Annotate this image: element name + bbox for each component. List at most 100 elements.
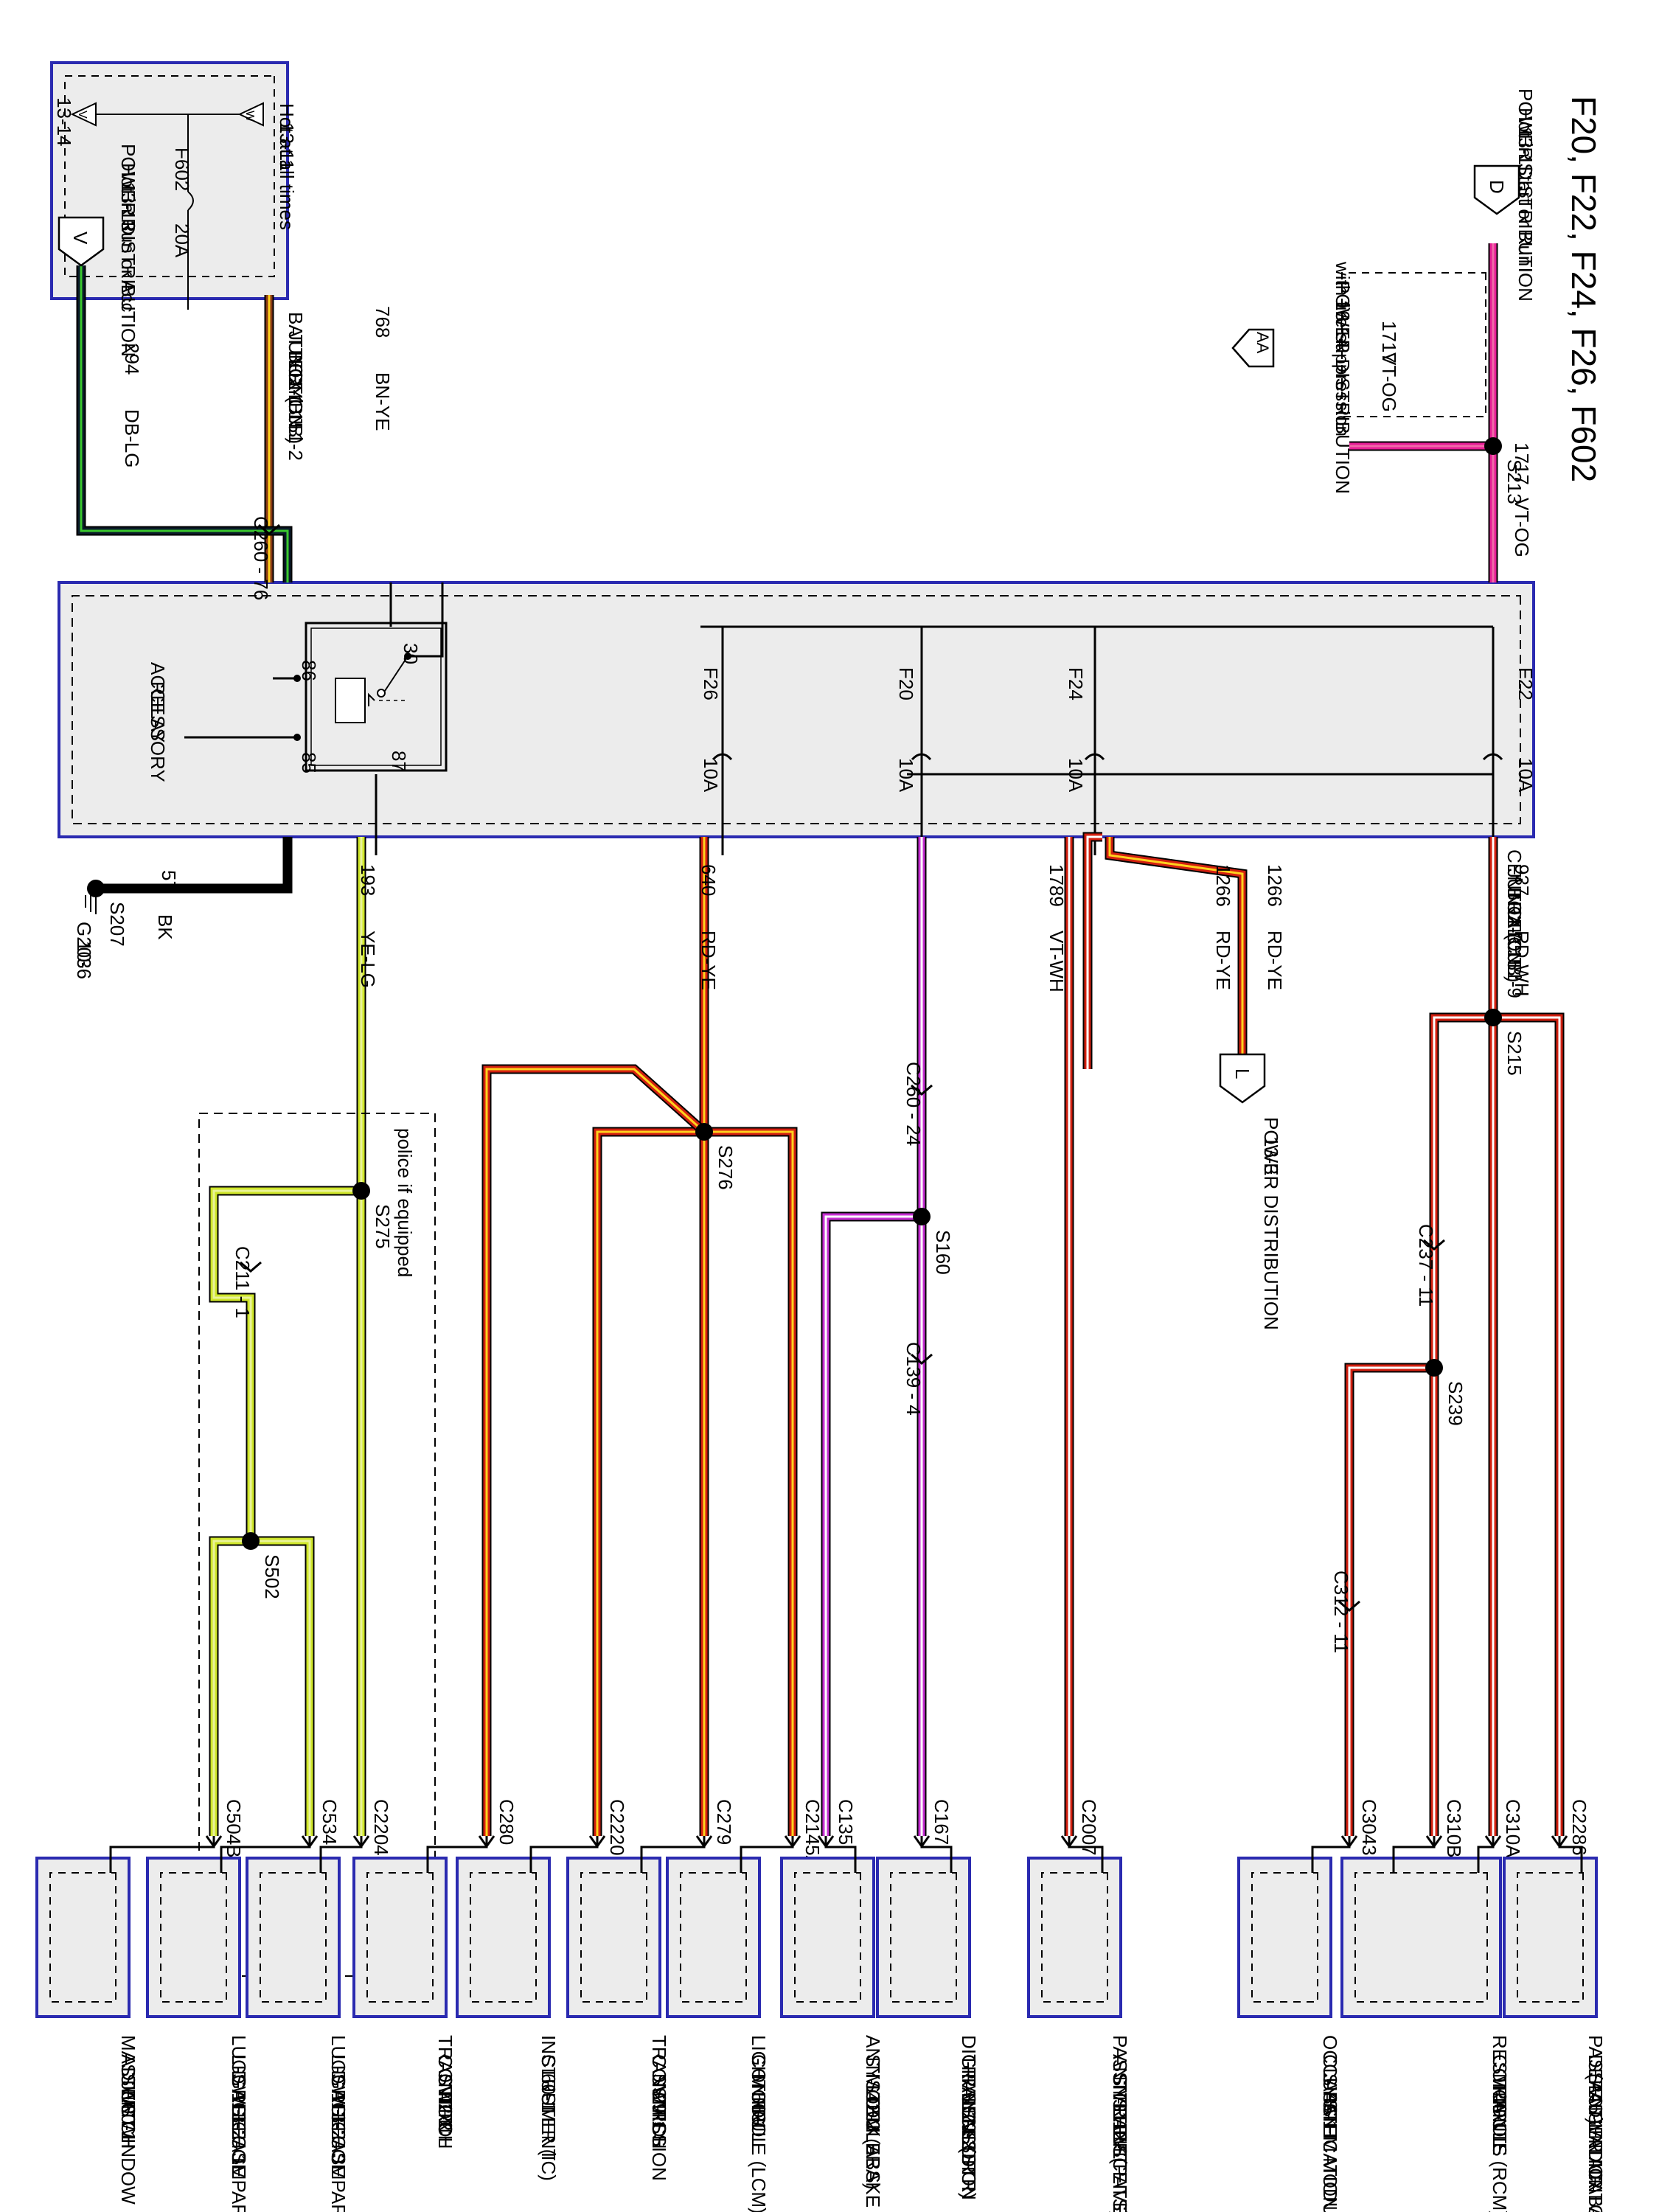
module-name-line: (PAD) INDICATOR [1585,2073,1607,2212]
modules-layer: C22861C310A12C310B31C30431C20071C1679C13… [35,1799,1607,2212]
pd-d-line2: Hot in Start or Run [1514,108,1537,266]
module-name-line: 56-1 [748,2093,770,2131]
bjb-bus-symbol-v [70,102,97,127]
pd-l-line1: POWER DISTRIBUTION [1260,1117,1282,1330]
fuse-f22-amps: 10A [1514,758,1537,793]
module-name-line: OCCUPANT [1319,2035,1341,2141]
inline-c312-11 [1338,1600,1360,1612]
wire-640-label: 640 [698,864,720,896]
bjb-symbol-v-text: V [76,111,88,119]
wire-294-label: 294 [121,343,143,375]
wire-193-color: YE-LG [357,931,379,988]
module-name-line: SYSTEM (ABS) [862,2054,884,2189]
module-name-line: TRANSMISSION [958,2054,980,2200]
module-name-line: DIGITAL [958,2035,980,2108]
wire-294-main-stripe [80,265,289,582]
connector-label: C3043 [1358,1799,1380,1856]
ground-ref: 10-6 [73,941,95,979]
wire-1717-label-a: 1717 [1378,321,1400,364]
connector-label: C280 [495,1799,518,1845]
wire-937-rcm-b [1430,1014,1493,1836]
wire-768-color: BN-YE [372,372,394,431]
module-name-line: CONTROL [648,2054,670,2148]
module-name-line: LID RELEASE [228,2054,250,2178]
wire-1789-color: VT-WH [1046,931,1068,992]
svg-text:11-1 151-2: 11-1 151-2 [285,369,307,461]
module-name-line: PASSIVE [1109,2035,1131,2115]
module-name-line: SWITCH [648,2073,670,2149]
module-name-line: CONTROL [434,2054,456,2148]
wire-193-label: 193 [357,864,379,896]
module-name-line: TRANSMISSION [648,2035,670,2181]
connector-label: C2204 [370,1799,392,1856]
module-name-line: RESTRAINTS [1489,2035,1511,2157]
connector-label: C279 [713,1799,735,1845]
bjb-bus [96,114,263,310]
terminal-c2007 [1068,1836,1104,1873]
module-name-line: ADJUST [117,2054,139,2129]
wire-937-ocsm-outline [1344,1363,1434,1836]
splice-s276 [695,1123,713,1141]
splice-label-5: S275 [372,1204,394,1249]
wire-193-window [210,1537,251,1836]
terminal-c310b [1392,1836,1436,1873]
module-name-line: SWITCH 1 [228,2073,250,2165]
aa-line1: with fire suppression [1332,261,1354,437]
fuse-f20-name: F20 [895,667,917,700]
module-name-line: MASTER WINDOW [117,2035,139,2205]
fuse-f26-name: F26 [700,667,722,700]
police-note: police if equipped [394,1128,416,1277]
wire-1789-abs [822,1213,922,1836]
wire-640-traction-stripe [485,1068,706,1836]
accessory-relay [293,622,448,772]
module-c2220: C222019 [588,1799,628,1920]
module-name-line: LUGGAGE COMPARTMENT [228,2035,250,2212]
inline-c260-76 [258,524,280,535]
relay-pin-30: 30 [400,643,422,664]
module-name-line: 29-1 [648,2093,670,2131]
module-name-line: SENSOR [958,2093,980,2174]
svg-text:JUNCTION: JUNCTION [1503,869,1526,965]
wire-1266-label-b: 1266 [1212,864,1234,907]
pd-l-line2: 13-3 [1260,1136,1282,1175]
module-name-line: 113-2 [228,2093,250,2140]
bjb-hot-label: Hot at all times [276,103,298,230]
wire-640-ic-stripe [596,1130,704,1836]
wire-1266-cjb-drop-stripe [1086,835,1102,1069]
svg-text:11-3 151-9: 11-3 151-9 [1503,907,1526,998]
fuse-f602-name: F602 [171,147,193,191]
wire-640-color: RD-YE [698,931,720,990]
relay-pins-lines [184,582,444,739]
wire-294-color: DB-LG [121,409,143,467]
inline-connector-label-0: C260 - 76 [250,516,272,600]
wire-640-lcm [704,1128,796,1836]
splice-s215 [1484,1009,1502,1026]
bjb-hot-ref: 13-11 [276,122,298,170]
module-name-line: CLASSIFICATION [1319,2054,1341,2211]
module-name-line: CONTROL [1489,2054,1511,2148]
svg-text:CENTRAL: CENTRAL [1503,849,1526,939]
pd-l-connector [1219,1053,1266,1104]
splice-s213 [1484,437,1502,455]
module-name-line: INSTRUMENT [538,2035,560,2161]
wire-1789-abs-outline [821,1211,922,1836]
wire-768-label: 768 [372,306,394,338]
connector-label: C310B [1443,1799,1465,1858]
wire-1789-label: 1789 [1046,864,1068,907]
central-junction-box [58,581,1535,838]
wire-937-ocsm-stripe [1348,1366,1434,1836]
fuse-f602-amps: 20A [171,223,193,258]
module-name-line: RANGE (DTR) [958,2073,980,2199]
relay-87-line [375,582,392,855]
inline-connector-label-5: C211 - 1 [232,1246,254,1318]
module-name-line: LIGHTING [748,2035,770,2126]
terminal-c135 [824,1836,857,1873]
